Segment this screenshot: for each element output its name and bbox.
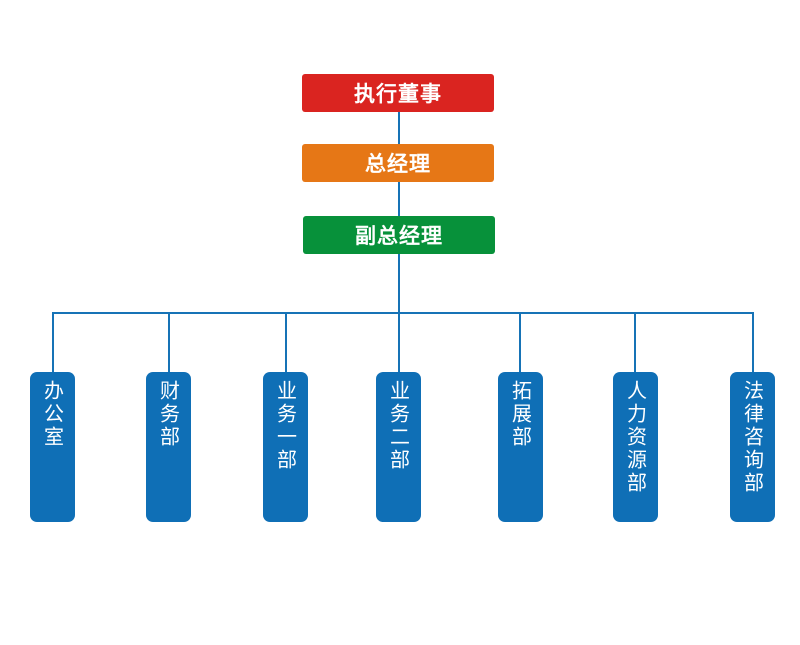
department-label: 法律咨询部 (740, 380, 765, 495)
department-business-2: 业务二部 (376, 372, 421, 522)
department-business-1: 业务一部 (263, 372, 308, 522)
executive-director-box: 执行董事 (302, 74, 494, 112)
deputy-general-manager-box: 副总经理 (303, 216, 495, 254)
department-label: 拓展部 (508, 380, 533, 449)
connector-drop-1 (52, 312, 54, 372)
connector-drop-3 (285, 312, 287, 372)
general-manager-box: 总经理 (302, 144, 494, 182)
department-finance: 财务部 (146, 372, 191, 522)
department-label: 办公室 (40, 380, 65, 449)
department-label: 人力资源部 (623, 380, 648, 495)
department-label: 业务一部 (273, 380, 298, 472)
connector-drop-6 (634, 312, 636, 372)
connector-drop-7 (752, 312, 754, 372)
connector-bus (52, 312, 754, 314)
department-office: 办公室 (30, 372, 75, 522)
department-expansion: 拓展部 (498, 372, 543, 522)
department-label: 财务部 (156, 380, 181, 449)
connector-trunk (398, 110, 400, 313)
connector-drop-4 (398, 312, 400, 372)
department-human-resources: 人力资源部 (613, 372, 658, 522)
connector-drop-5 (519, 312, 521, 372)
connector-drop-2 (168, 312, 170, 372)
department-label: 业务二部 (386, 380, 411, 472)
department-legal-consulting: 法律咨询部 (730, 372, 775, 522)
